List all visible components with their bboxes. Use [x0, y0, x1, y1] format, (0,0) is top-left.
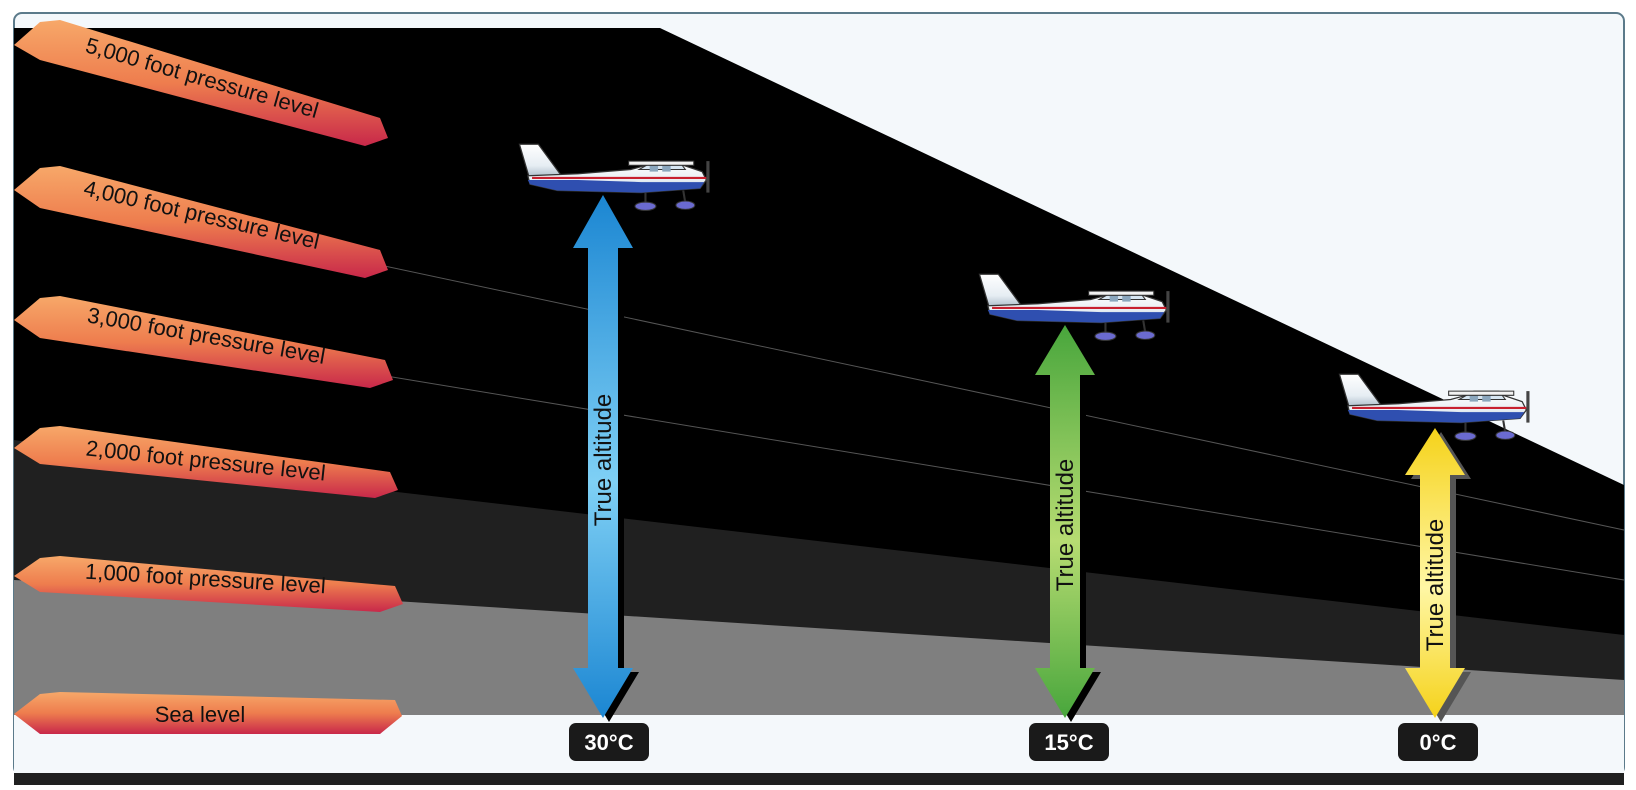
pressure-level-1000: 1,000 foot pressure level — [14, 556, 403, 612]
true-altitude-arrow: True altitude — [1405, 428, 1471, 722]
true-altitude-arrow: True altitude — [1035, 325, 1101, 722]
temperature-label: 15°C — [1044, 730, 1093, 755]
sea-level-label: Sea level — [155, 702, 246, 727]
temperature-label: 0°C — [1420, 730, 1457, 755]
true-altitude-label: True altitude — [590, 394, 617, 527]
temperature-badge — [1398, 723, 1478, 761]
temperature-label: 30°C — [584, 730, 633, 755]
true-altitude-label: True altitude — [1422, 519, 1449, 652]
atmosphere-bands — [14, 28, 1625, 785]
sea-level: Sea level — [14, 692, 402, 734]
true-altitude-label: True altitude — [1052, 459, 1079, 592]
column-30c: True altitude 30°C — [518, 143, 711, 761]
column-15c: True altitude 15°C — [978, 273, 1171, 761]
temperature-badge — [569, 723, 649, 761]
column-0c: True altitude 0°C — [1338, 373, 1531, 761]
temperature-badge — [1029, 723, 1109, 761]
true-altitude-arrow: True altitude — [573, 195, 639, 722]
